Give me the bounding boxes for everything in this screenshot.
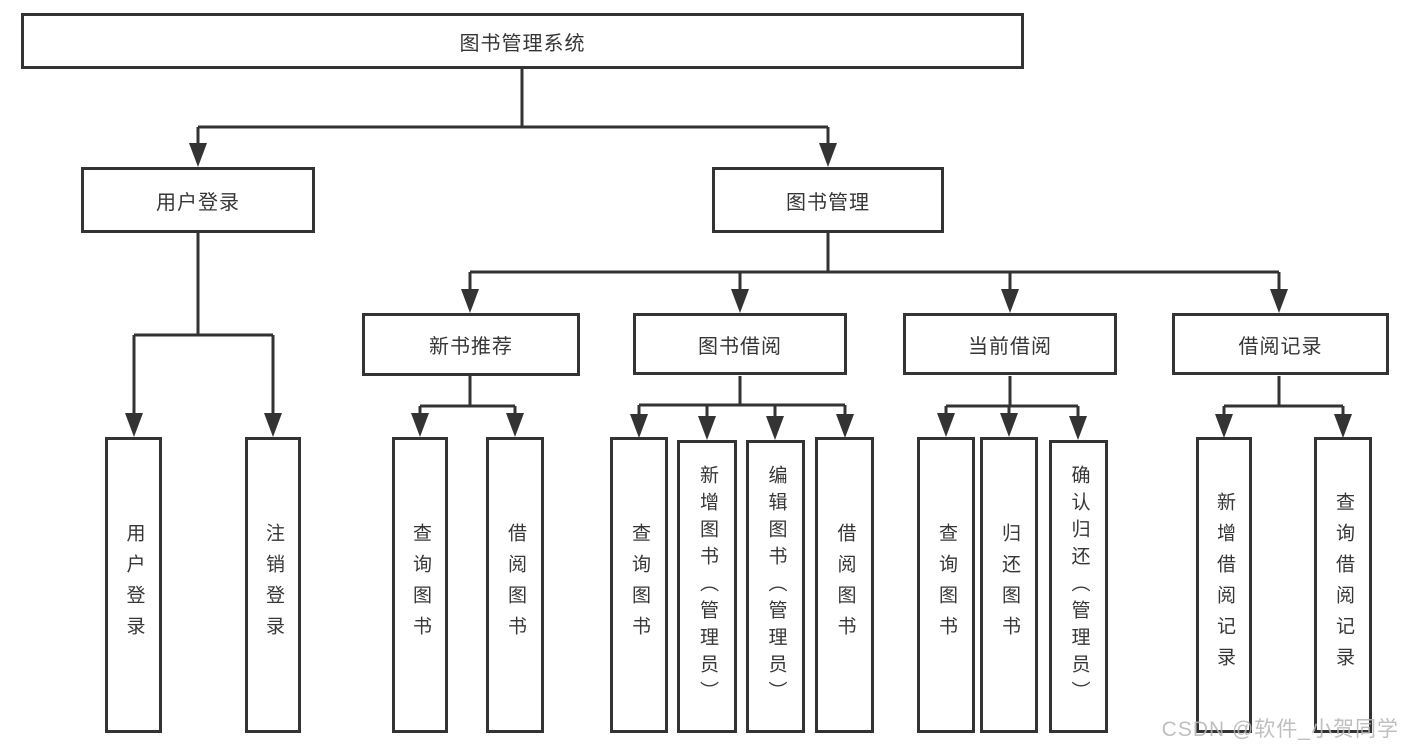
node-user-login: 用户登录 [81, 167, 315, 233]
arrow-down-icon [836, 414, 854, 438]
arrow-down-icon [698, 416, 716, 440]
arrow-down-icon [1069, 416, 1087, 440]
leaf-borrow-books-recommend: 借阅图书 [486, 437, 544, 733]
node-label: 查询图书 [409, 523, 431, 647]
node-label: 新增图书（管理员） [696, 465, 718, 708]
arrow-down-icon [461, 289, 479, 313]
node-label: 查询图书 [935, 523, 957, 647]
node-label: 查询借阅记录 [1332, 492, 1354, 678]
leaf-return-books: 归还图书 [980, 437, 1038, 733]
node-label: 图书管理 [786, 191, 870, 214]
node-label: 借阅记录 [1238, 335, 1323, 358]
leaf-confirm-return-admin: 确认归还（管理员） [1049, 440, 1108, 733]
connector-path [468, 233, 1281, 294]
leaf-borrow-books: 借阅图书 [815, 437, 874, 733]
connector-new-book-recommend-children [411, 376, 524, 437]
connector-path [1222, 376, 1345, 419]
node-borrow-records: 借阅记录 [1172, 313, 1389, 375]
arrow-down-icon [937, 413, 955, 437]
arrow-down-icon [411, 413, 429, 437]
connector-path [196, 69, 830, 148]
arrow-down-icon [766, 416, 784, 440]
connector-user-login-children [125, 233, 282, 437]
node-book-management: 图书管理 [712, 167, 944, 233]
arrow-down-icon [125, 413, 143, 437]
node-current-borrow: 当前借阅 [903, 313, 1117, 375]
connector-path [418, 376, 517, 418]
node-book-borrow: 图书借阅 [633, 313, 847, 375]
arrow-down-icon [1270, 289, 1288, 313]
connector-path [132, 233, 275, 418]
node-label: 确认归还（管理员） [1068, 465, 1090, 708]
connector-book-management-children [461, 233, 1288, 313]
arrow-down-icon [630, 414, 648, 438]
connector-current-borrow-children [937, 376, 1087, 440]
leaf-logout-login: 注销登录 [245, 437, 301, 733]
node-label: 查询图书 [628, 523, 650, 647]
arrow-down-icon [731, 289, 749, 313]
arrow-down-icon [819, 143, 837, 167]
arrow-down-icon [506, 413, 524, 437]
connector-book-borrow-children [630, 376, 854, 440]
node-label: 新书推荐 [429, 336, 513, 358]
node-label: 图书管理系统 [459, 32, 586, 55]
leaf-user-login: 用户登录 [105, 437, 162, 733]
node-label: 图书借阅 [698, 335, 782, 358]
leaf-query-borrow-record: 查询借阅记录 [1314, 437, 1372, 733]
connector-path [637, 376, 847, 421]
leaf-edit-books-admin: 编辑图书（管理员） [746, 440, 805, 733]
connector-root-to-level2 [189, 69, 837, 167]
node-label: 编辑图书（管理员） [765, 465, 787, 708]
leaf-add-books-admin: 新增图书（管理员） [677, 440, 737, 733]
leaf-query-books-recommend: 查询图书 [392, 437, 448, 733]
node-label: 用户登录 [123, 523, 145, 647]
arrow-down-icon [264, 413, 282, 437]
node-label: 借阅图书 [834, 523, 856, 647]
node-label: 当前借阅 [968, 335, 1052, 358]
arrow-down-icon [1000, 413, 1018, 437]
node-label: 新增借阅记录 [1213, 492, 1235, 678]
node-label: 借阅图书 [504, 523, 526, 647]
connector-borrow-records-children [1215, 376, 1352, 438]
arrow-down-icon [189, 143, 207, 167]
connector-path [944, 376, 1080, 421]
arrow-down-icon [1334, 414, 1352, 438]
node-new-book-recommend: 新书推荐 [362, 313, 580, 376]
leaf-add-borrow-record: 新增借阅记录 [1196, 437, 1252, 733]
leaf-query-books-current: 查询图书 [917, 437, 975, 733]
node-root: 图书管理系统 [21, 13, 1024, 69]
node-label: 注销登录 [262, 523, 284, 647]
node-label: 归还图书 [998, 523, 1020, 647]
arrow-down-icon [1215, 414, 1233, 438]
leaf-query-books-borrow: 查询图书 [610, 437, 668, 733]
arrow-down-icon [1001, 289, 1019, 313]
node-label: 用户登录 [156, 191, 240, 214]
